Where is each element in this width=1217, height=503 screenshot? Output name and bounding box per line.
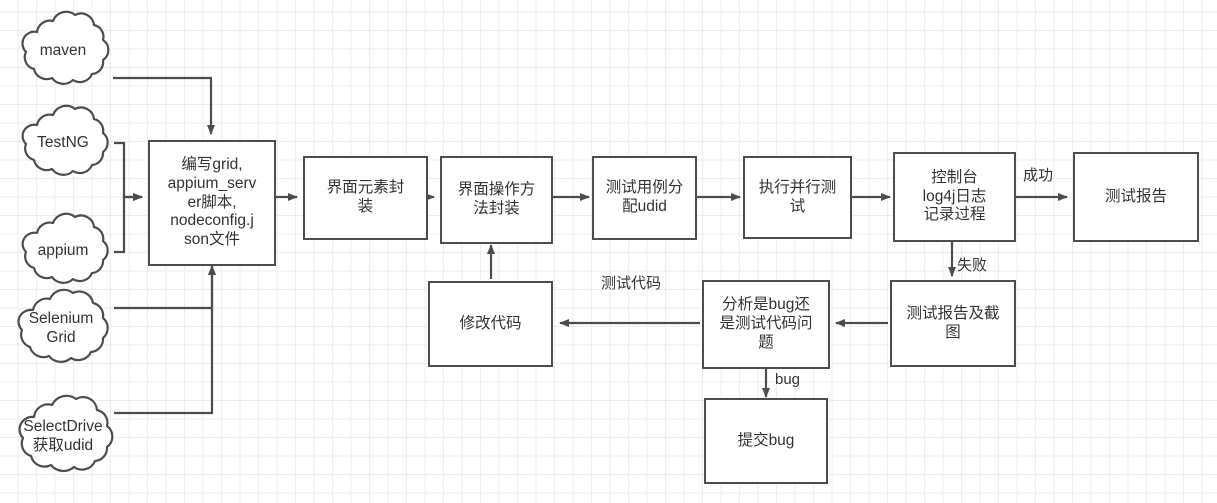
edge-selectdrive-to-write-scripts — [114, 265, 216, 415]
edge-label-success: 成功 — [1023, 167, 1054, 184]
cloud-selenium-grid-label: Selenium Grid — [28, 310, 94, 346]
box-analyze-issue[interactable]: 分析是bug还 是测试代码问 题 — [702, 280, 830, 369]
edge-label-bug: bug — [775, 371, 801, 388]
cloud-appium-label: appium — [37, 241, 89, 259]
box-write-scripts-label: 编写grid, appium_serv er脚本, nodeconfig.j s… — [167, 155, 257, 249]
box-write-scripts[interactable]: 编写grid, appium_serv er脚本, nodeconfig.j s… — [148, 140, 276, 266]
edge-selenium-grid-to-write-scripts — [114, 265, 216, 310]
box-run-parallel-test[interactable]: 执行并行测 试 — [743, 156, 852, 239]
box-modify-code[interactable]: 修改代码 — [428, 281, 553, 367]
cloud-selectdrive[interactable]: SelectDrive 获取udid — [6, 394, 120, 480]
box-submit-bug[interactable]: 提交bug — [704, 398, 828, 484]
box-test-report-label: 测试报告 — [1104, 187, 1167, 205]
edge-maven-to-write-scripts — [113, 76, 215, 135]
box-assign-udid-label: 测试用例分 配udid — [605, 179, 684, 215]
cloud-selenium-grid[interactable]: Selenium Grid — [6, 288, 116, 370]
box-analyze-issue-label: 分析是bug还 是测试代码问 题 — [719, 296, 813, 351]
box-report-and-screenshot-label: 测试报告及截 图 — [906, 304, 1000, 341]
box-assign-udid[interactable]: 测试用例分 配udid — [592, 156, 697, 240]
cloud-appium[interactable]: appium — [11, 212, 115, 290]
box-console-log4j-label: 控制台 log4j日志 记录过程 — [922, 168, 987, 224]
box-ui-action-package[interactable]: 界面操作方 法封装 — [440, 156, 553, 244]
box-console-log4j[interactable]: 控制台 log4j日志 记录过程 — [893, 152, 1016, 242]
cloud-maven-label: maven — [39, 41, 87, 59]
edge-label-test-code: 测试代码 — [601, 275, 662, 292]
box-submit-bug-label: 提交bug — [737, 431, 795, 449]
cloud-testng-label: TestNG — [37, 133, 89, 151]
box-ui-element-package[interactable]: 界面元素封 装 — [303, 156, 428, 240]
box-ui-action-package-label: 界面操作方 法封装 — [457, 181, 536, 217]
box-modify-code-label: 修改代码 — [459, 314, 522, 332]
box-test-report[interactable]: 测试报告 — [1073, 152, 1199, 242]
edge-testng-to-write-scripts — [114, 141, 143, 201]
cloud-testng[interactable]: TestNG — [11, 104, 115, 182]
cloud-selectdrive-label: SelectDrive 获取udid — [23, 418, 103, 454]
edge-appium-to-write-scripts — [114, 193, 143, 254]
cloud-maven[interactable]: maven — [11, 10, 115, 92]
box-report-and-screenshot[interactable]: 测试报告及截 图 — [890, 280, 1016, 367]
box-run-parallel-test-label: 执行并行测 试 — [758, 178, 837, 215]
box-ui-element-package-label: 界面元素封 装 — [326, 179, 405, 215]
edge-label-failure: 失败 — [957, 257, 988, 274]
